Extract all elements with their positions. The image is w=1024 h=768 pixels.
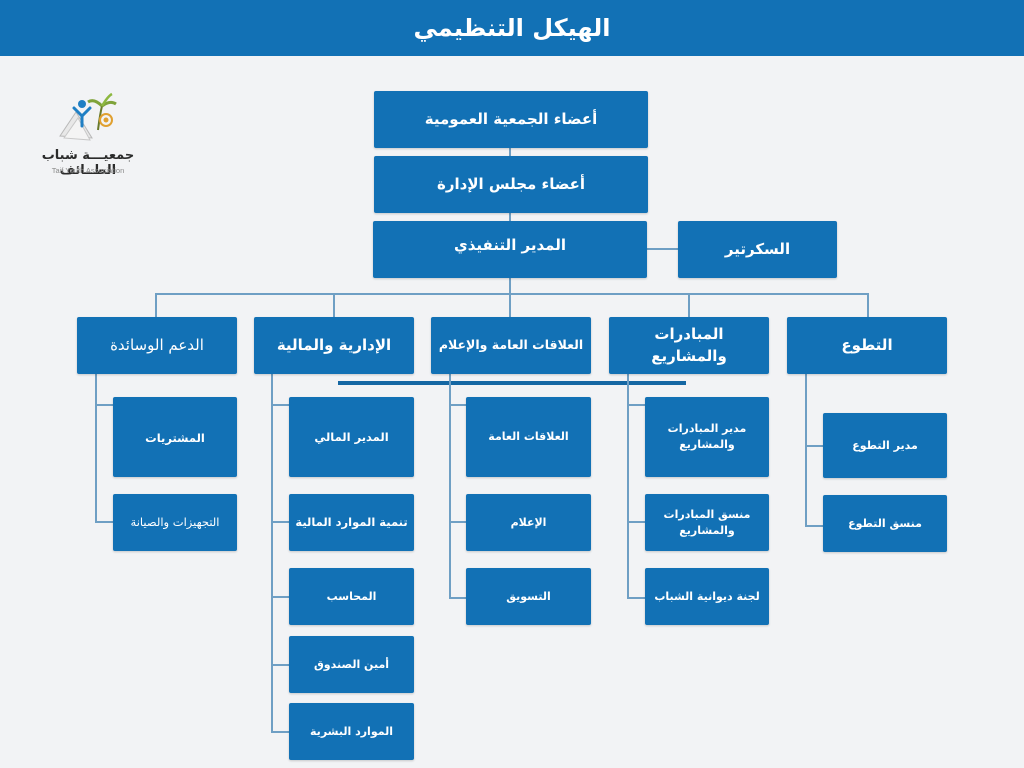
connector-line — [627, 374, 629, 599]
connector-line — [627, 404, 645, 406]
connector-line — [95, 374, 97, 522]
volunteer-unit-box: منسق التطوع — [823, 495, 947, 552]
admin-unit-box: تنمية الموارد المالية — [289, 494, 414, 551]
connector-line — [271, 596, 289, 598]
logo-emblem-icon — [59, 92, 117, 141]
association-logo: جمعيـــة شباب الطــائف Taif Youth Associ… — [18, 92, 168, 182]
connector-line — [509, 293, 511, 317]
page-title: الهيكل التنظيمي — [0, 0, 1024, 56]
initiative-unit-box: مدير المبادرات والمشاريع — [645, 397, 769, 477]
connector-line — [155, 293, 157, 317]
pr-unit-box: العلاقات العامة — [466, 397, 591, 477]
volunteering-department-box: التطوع — [787, 317, 947, 374]
pr-unit-box: الإعلام — [466, 494, 591, 551]
connector-line — [867, 293, 869, 317]
admin-finance-department-box: الإدارية والمالية — [254, 317, 414, 374]
volunteer-unit-box: مدير التطوع — [823, 413, 947, 478]
connector-line — [449, 521, 466, 523]
connector-line — [627, 521, 645, 523]
connector-line — [155, 293, 869, 295]
logo-arabic-name: جمعيـــة شباب الطــائف — [41, 148, 135, 178]
admin-unit-box: المدير المالي — [289, 397, 414, 477]
connector-line — [271, 374, 273, 732]
connector-line — [509, 148, 511, 156]
general-assembly-box: أعضاء الجمعية العمومية — [374, 91, 648, 148]
connector-line — [95, 404, 113, 406]
connector-line — [805, 374, 807, 527]
connector-line — [805, 445, 823, 447]
support-unit-box: التجهيزات والصيانة — [113, 494, 237, 551]
connector-line — [449, 597, 466, 599]
board-members-box: أعضاء مجلس الإدارة — [374, 156, 648, 213]
admin-unit-box: الموارد البشرية — [289, 703, 414, 760]
connector-line — [95, 521, 113, 523]
initiative-unit-box: منسق المبادرات والمشاريع — [645, 494, 769, 551]
connector-line — [805, 525, 823, 527]
divider-bar — [338, 381, 686, 385]
connector-line — [688, 293, 690, 317]
connector-line — [271, 404, 289, 406]
connector-line — [449, 374, 451, 599]
connector-line — [271, 521, 289, 523]
connector-line — [627, 597, 645, 599]
admin-unit-box: أمين الصندوق — [289, 636, 414, 693]
pr-media-department-box: العلاقات العامة والإعلام — [431, 317, 591, 374]
connector-line — [647, 248, 678, 250]
connector-line — [449, 404, 466, 406]
support-department-box: الدعم الوسائدة — [77, 317, 237, 374]
secretary-box: السكرتير — [678, 221, 837, 278]
executive-director-box: المدير التنفيذي — [373, 221, 647, 278]
initiatives-department-box: المبادرات والمشاريع — [609, 317, 769, 374]
logo-english-name: Taif Youth Association — [51, 166, 125, 175]
pr-unit-box: التسويق — [466, 568, 591, 625]
initiative-unit-box: لجنة ديوانية الشباب — [645, 568, 769, 625]
connector-line — [271, 664, 289, 666]
admin-unit-box: المحاسب — [289, 568, 414, 625]
connector-line — [271, 731, 289, 733]
connector-line — [509, 213, 511, 221]
connector-line — [509, 278, 511, 294]
connector-line — [333, 293, 335, 317]
support-unit-box: المشتريات — [113, 397, 237, 477]
